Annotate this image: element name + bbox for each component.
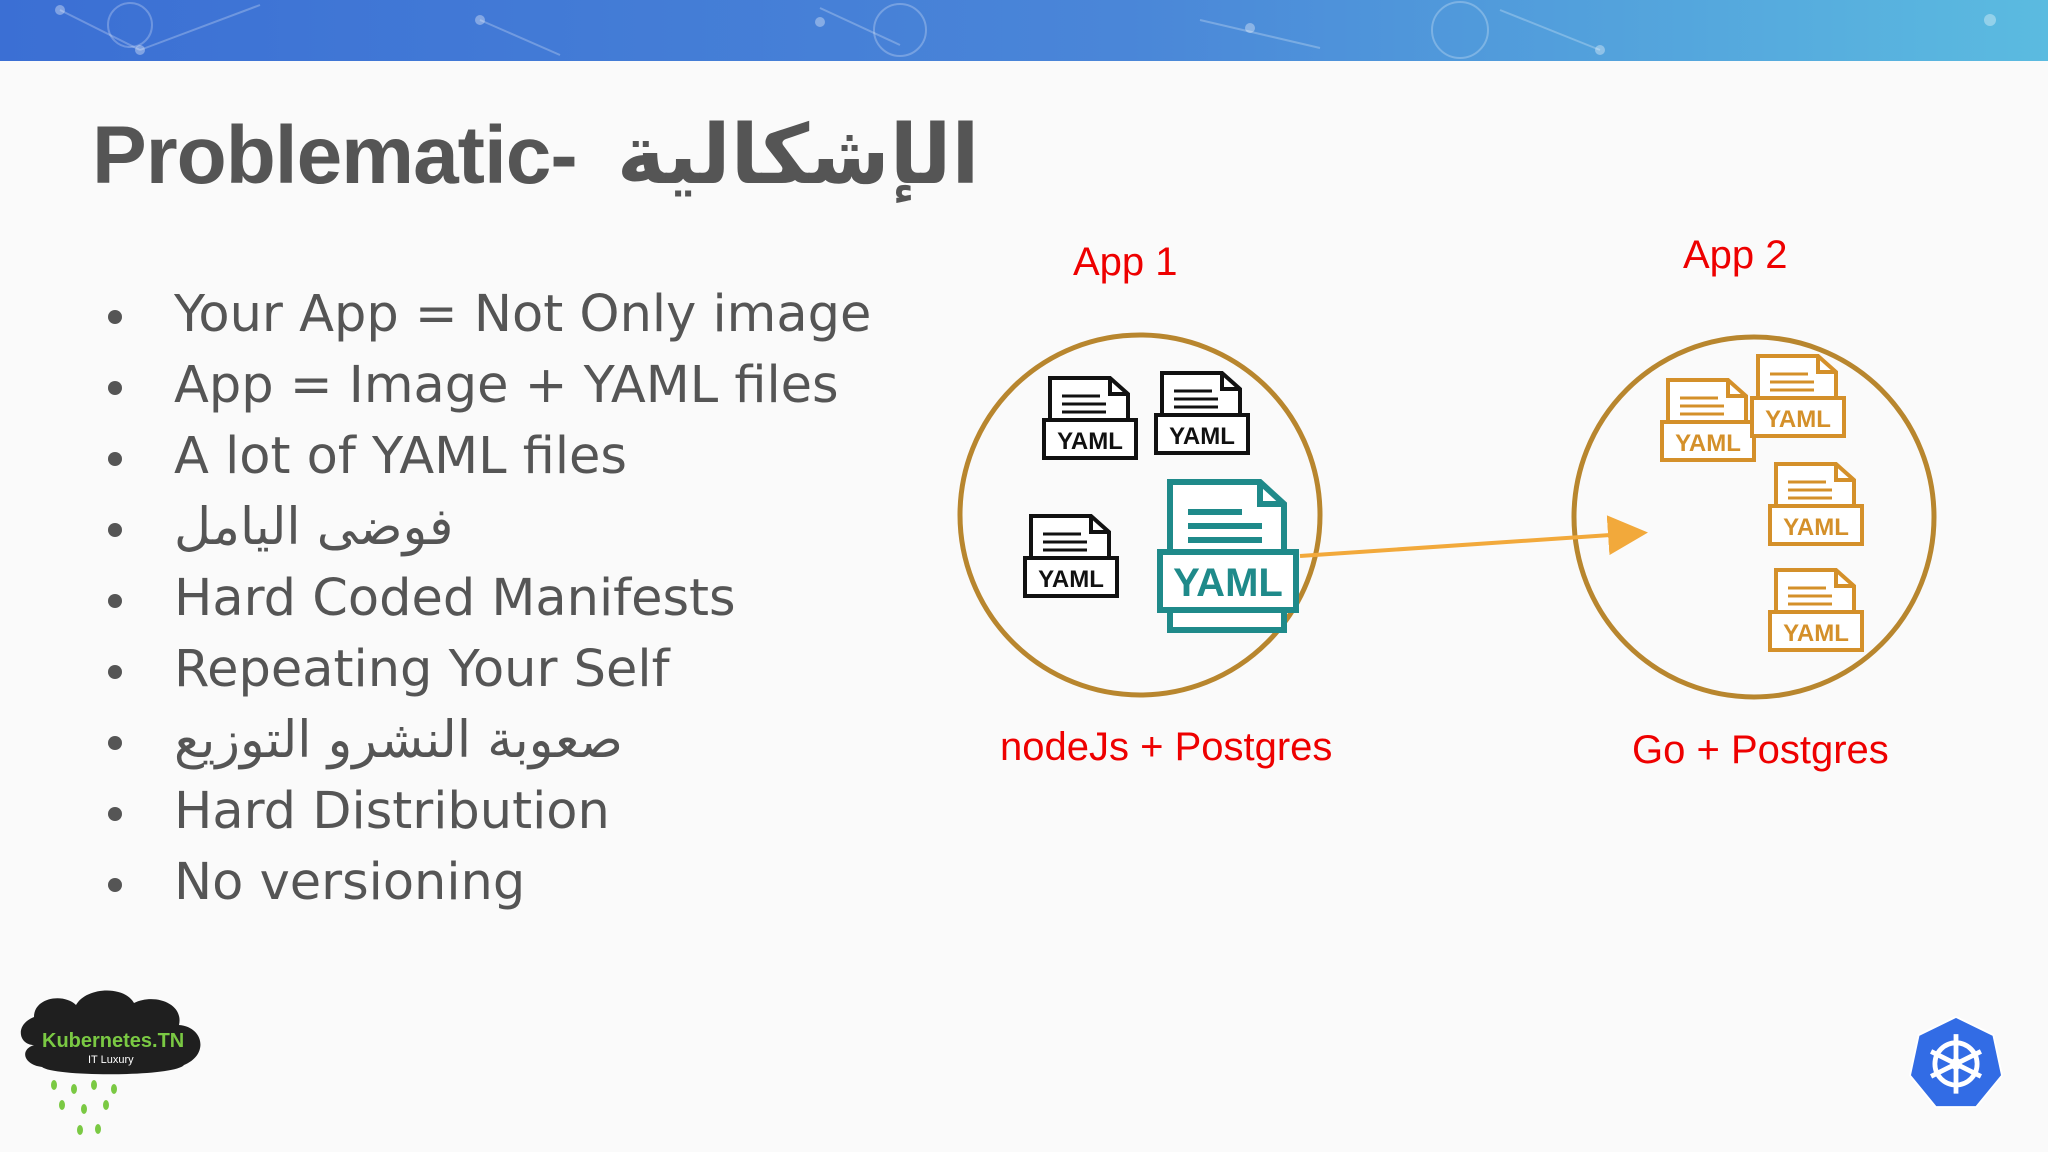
bullet-dot — [108, 381, 122, 395]
svg-text:YAML: YAML — [1173, 561, 1283, 605]
yaml-file-icon: YAML — [1023, 514, 1119, 598]
top-banner — [0, 0, 2048, 61]
svg-text:YAML: YAML — [1038, 566, 1104, 593]
bullet-dot — [108, 452, 122, 466]
bullet-dot — [108, 594, 122, 608]
logo-title: Kubernetes.TN — [42, 1030, 185, 1052]
yaml-file-icon: YAML — [1768, 568, 1864, 652]
app2-circle — [1571, 334, 1937, 700]
yaml-file-icon: YAML — [1768, 462, 1864, 546]
yaml-file-icon: YAML — [1750, 354, 1846, 438]
arrow-icon — [1299, 515, 1648, 558]
slide-title: Problematic- الإشكالية — [92, 108, 981, 203]
svg-text:YAML: YAML — [1783, 514, 1849, 541]
yaml-file-icon: YAML — [1042, 376, 1138, 460]
title-english: Problematic- — [92, 110, 578, 201]
app1-label: App 1 — [1073, 240, 1178, 284]
kubernetes-helm-wheel-icon — [1908, 1015, 2004, 1109]
bullet-dot — [108, 310, 122, 324]
bullet-dot — [108, 523, 122, 537]
logo-subtitle: IT Luxury — [88, 1054, 134, 1066]
title-arabic: الإشكالية — [616, 108, 981, 203]
svg-text:YAML: YAML — [1783, 620, 1849, 647]
yaml-file-icon: YAML — [1660, 378, 1756, 462]
yaml-file-icon: YAML — [1154, 371, 1250, 455]
app2-caption: Go + Postgres — [1632, 728, 1889, 772]
svg-text:YAML: YAML — [1675, 430, 1741, 457]
svg-text:YAML: YAML — [1169, 423, 1235, 450]
network-pattern-decoration — [55, 1, 1996, 59]
app1-circle — [957, 332, 1323, 698]
bullet-dot — [108, 665, 122, 679]
bullet-dot — [108, 878, 122, 892]
bullet-dot — [108, 807, 122, 821]
yaml-file-large-icon: YAML — [1157, 479, 1299, 633]
kubernetes-tn-cloud-logo — [20, 990, 201, 1135]
bullet-dot — [108, 736, 122, 750]
svg-text:YAML: YAML — [1765, 406, 1831, 433]
app1-caption: nodeJs + Postgres — [1000, 725, 1333, 769]
app2-label: App 2 — [1683, 233, 1788, 277]
svg-text:YAML: YAML — [1057, 428, 1123, 455]
